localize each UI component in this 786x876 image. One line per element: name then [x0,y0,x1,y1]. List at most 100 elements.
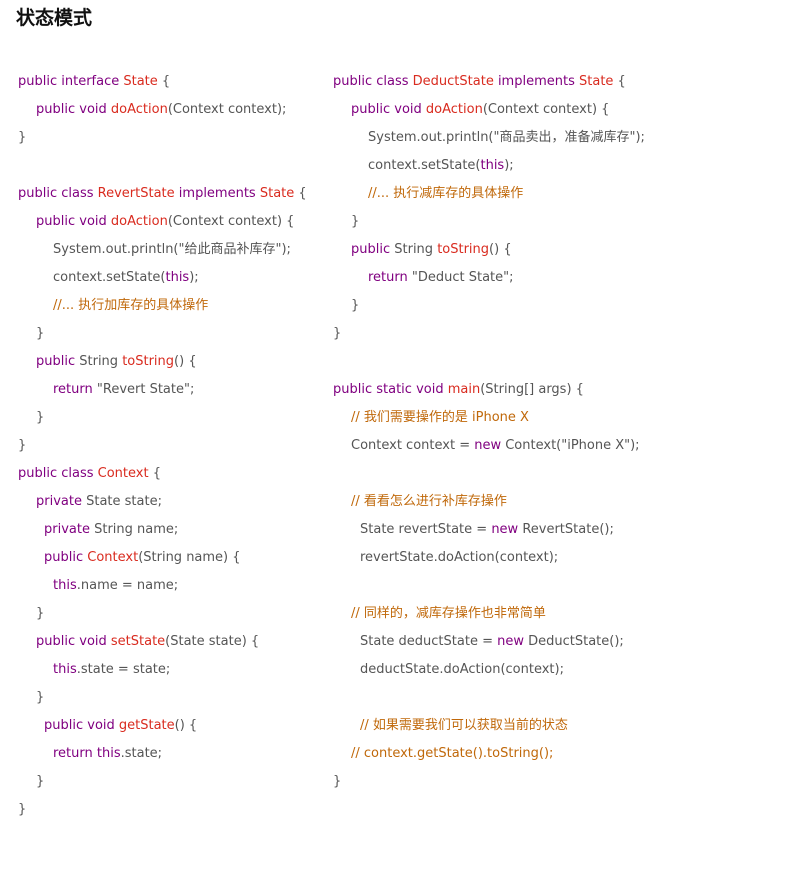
code-line: public String toString() { [18,348,318,376]
code-text: State deductState = [360,634,498,649]
code-keyword: return [53,382,97,397]
code-text: } [18,802,27,817]
code-comment: // 我们需要操作的是 iPhone X [351,410,529,425]
code-line: context.setState(this); [333,152,773,180]
code-text: System.out.println("商品卖出，准备减库存"); [368,130,645,145]
code-text: State state; [86,494,162,509]
code-comment: //... 执行加库存的具体操作 [53,298,209,313]
code-comment: // 看看怎么进行补库存操作 [351,494,507,509]
code-line: public void doAction(Context context); [18,96,318,124]
code-text: String [79,354,123,369]
code-text: (Context context) { [482,102,610,117]
code-text: .name = name; [76,578,179,593]
code-text: } [36,774,45,789]
code-text: (State state) { [165,634,260,649]
code-keyword: private [44,522,95,537]
code-text: } [36,690,45,705]
code-identifier: toString [122,354,175,369]
code-line: public Context(String name) { [18,544,318,572]
code-keyword: public static void [333,382,448,397]
code-text: .state = state; [76,662,171,677]
code-keyword: this [53,662,77,677]
code-line: this.name = name; [18,572,318,600]
code-line: } [18,404,318,432]
code-line: } [333,292,773,320]
code-line: private State state; [18,488,318,516]
code-line: public void getState() { [18,712,318,740]
code-keyword: public [351,242,395,257]
code-identifier: DeductState [412,74,494,89]
code-line: return this.state; [18,740,318,768]
code-line: } [333,208,773,236]
code-line: public void doAction(Context context) { [18,208,318,236]
code-text: (Context context) { [167,214,295,229]
code-identifier: getState [118,718,175,733]
code-text: String [394,242,438,257]
code-line: return "Deduct State"; [333,264,773,292]
code-text: () { [174,718,198,733]
code-line: // 我们需要操作的是 iPhone X [333,404,773,432]
code-line: } [18,768,318,796]
code-identifier: Context [97,466,149,481]
code-identifier: setState [110,634,166,649]
code-comment: // context.getState().toString(); [351,746,554,761]
code-keyword: private [36,494,87,509]
code-line: System.out.println("给此商品补库存"); [18,236,318,264]
code-text: { [148,466,161,481]
code-text: "Revert State"; [96,382,195,397]
code-line: public interface State { [18,68,318,96]
code-text: deductState.doAction(context); [360,662,564,677]
code-text: { [157,74,171,89]
code-text: System.out.println("给此商品补库存"); [53,242,291,257]
code-keyword: new [497,634,529,649]
code-text: } [351,298,360,313]
code-text: "Deduct State"; [411,270,514,285]
code-line: public static void main(String[] args) { [333,376,773,404]
code-block-right: public class DeductState implements Stat… [333,68,773,796]
code-text: () { [174,354,197,369]
code-identifier: doAction [425,102,483,117]
code-text: ); [189,270,199,285]
code-line: State deductState = new DeductState(); [333,628,773,656]
code-keyword: this [480,158,505,173]
code-identifier: main [447,382,481,397]
code-text: .state; [120,746,163,761]
code-keyword: public void [351,102,426,117]
code-line: Context context = new Context("iPhone X"… [333,432,773,460]
code-identifier: RevertState [97,186,175,201]
code-line: public class DeductState implements Stat… [333,68,773,96]
code-keyword: public void [36,634,111,649]
code-line: } [18,796,318,824]
code-line: public class Context { [18,460,318,488]
code-line [333,684,773,712]
code-keyword: public [36,354,80,369]
code-line: public String toString() { [333,236,773,264]
code-text: { [613,74,626,89]
code-line: deductState.doAction(context); [333,656,773,684]
code-keyword: public void [36,214,111,229]
code-keyword: return [368,270,412,285]
code-keyword: public [44,550,88,565]
code-line: System.out.println("商品卖出，准备减库存"); [333,124,773,152]
code-text: (String[] args) { [480,382,584,397]
code-text: } [351,214,360,229]
code-line [333,460,773,488]
code-keyword: new [474,438,506,453]
code-block-left: public interface State {public void doAc… [18,68,318,824]
code-text: } [18,438,27,453]
code-identifier: doAction [110,214,168,229]
code-text: { [294,186,307,201]
code-keyword: public class [333,74,413,89]
code-keyword: implements [493,74,579,89]
code-identifier: doAction [110,102,168,117]
code-text: String name; [94,522,179,537]
code-text: State revertState = [360,522,492,537]
code-text: } [36,606,45,621]
code-line: this.state = state; [18,656,318,684]
code-keyword: public interface [18,74,124,89]
code-line: public class RevertState implements Stat… [18,180,318,208]
page-title: 状态模式 [16,7,93,29]
code-line: // 看看怎么进行补库存操作 [333,488,773,516]
code-line: } [333,768,773,796]
code-text: () { [489,242,512,257]
